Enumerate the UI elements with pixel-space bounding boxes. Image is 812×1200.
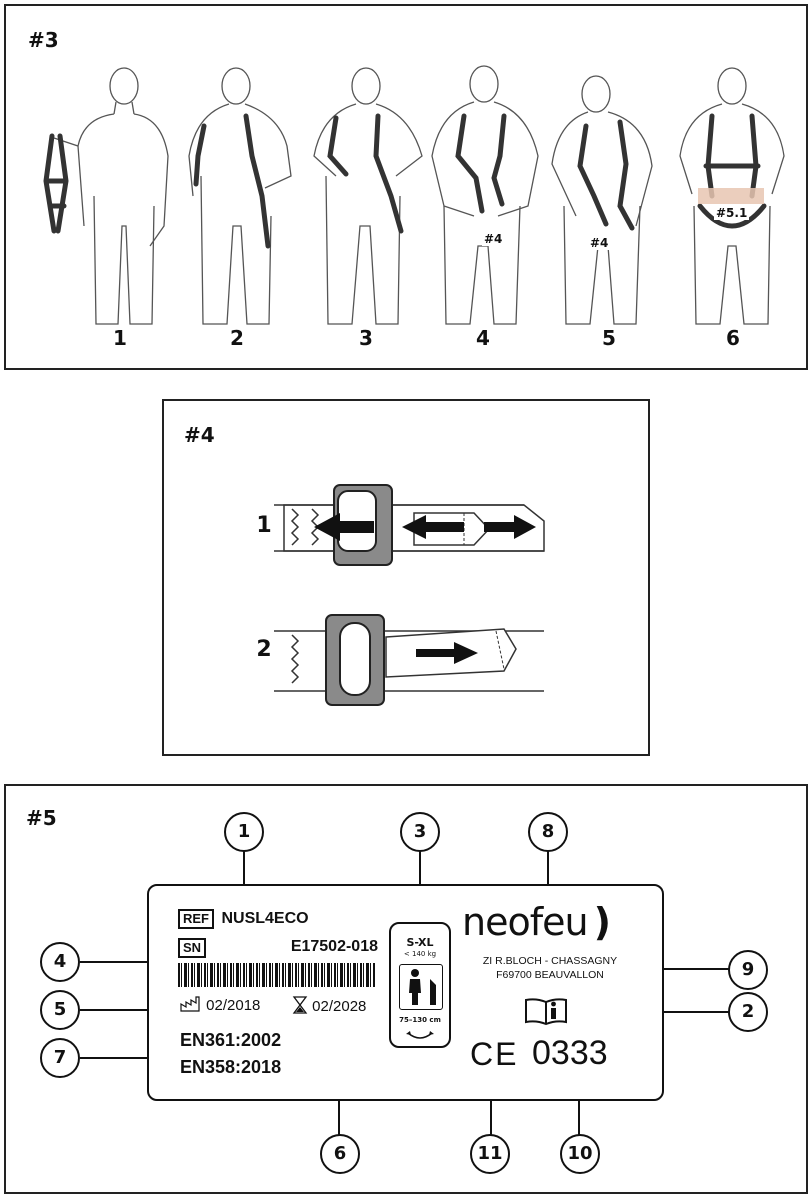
- callout-size: 3: [400, 812, 440, 852]
- barcode: [178, 963, 376, 987]
- section-3-label: #3: [28, 28, 59, 52]
- hand-highlight-fig6: [698, 188, 764, 204]
- ref-tag: REF: [178, 909, 214, 929]
- callout-serial: 4: [40, 942, 80, 982]
- callout-expiry-date: 6: [320, 1134, 360, 1174]
- ref-row: REF NUSL4ECO: [178, 909, 309, 929]
- harness-donning-illustration: [43, 65, 785, 325]
- size-info-box: S-XL < 140 kg 75–130 cm: [389, 922, 451, 1048]
- brand-logo-arc: ): [593, 900, 611, 944]
- harness-fig3-straps: [327, 113, 404, 234]
- sn-tag: SN: [178, 938, 207, 958]
- person-figure-1: [53, 67, 169, 325]
- expiry-date-row: 02/2028: [292, 996, 366, 1018]
- step-number: 6: [726, 326, 740, 350]
- standard-en361: EN361:2002: [180, 1030, 282, 1050]
- person-figure-2: [188, 67, 292, 325]
- address-line-1: ZI R.BLOCH - CHASSAGNY: [482, 955, 618, 967]
- callout-standards: 7: [40, 1038, 80, 1078]
- buckle-step-number: 1: [256, 513, 272, 538]
- step-number: 3: [359, 326, 373, 350]
- standard-en358: EN358:2018: [180, 1057, 282, 1077]
- harness-fig2-straps: [193, 113, 271, 249]
- section-4-panel: #4 1 2: [162, 399, 650, 756]
- max-weight: < 140 kg: [403, 950, 437, 958]
- address-line-2: F69700 BEAUVALLON: [496, 969, 604, 981]
- buckle-step-2: [274, 614, 544, 706]
- callout-address: 9: [728, 950, 768, 990]
- buckle-step-1: [274, 484, 545, 566]
- harness-fig6-straps: [697, 113, 767, 229]
- expiry-date: 02/2028: [312, 997, 367, 1015]
- step-number: 1: [113, 326, 127, 350]
- callout-manufacture-date: 5: [40, 990, 80, 1030]
- step-4-tag: #4: [482, 232, 505, 246]
- height-range: 75–130 cm: [399, 1016, 441, 1024]
- manufacture-date-row: 02/2018: [180, 996, 260, 1016]
- buckle-step-number: 2: [256, 637, 272, 662]
- section-5-label: #5: [26, 806, 57, 830]
- harness-fig5-straps: [577, 119, 635, 231]
- step-number: 4: [476, 326, 490, 350]
- person-figure-6: [679, 67, 785, 325]
- sn-row: SN E17502-018: [178, 938, 378, 958]
- waist-icon: [405, 1028, 435, 1047]
- callout-brand: 8: [528, 812, 568, 852]
- harness-fig4-straps: [455, 113, 507, 214]
- buckle-adjustment-illustration: [274, 484, 545, 706]
- section-3-panel: #3: [4, 4, 808, 370]
- brand-name: neofeu: [462, 900, 589, 944]
- step-number: 2: [230, 326, 244, 350]
- callout-ce-mark: 11: [470, 1134, 510, 1174]
- manufacture-date: 02/2018: [206, 996, 261, 1014]
- hourglass-icon: [292, 996, 308, 1018]
- size-range: S-XL: [406, 936, 434, 949]
- callout-manual: 2: [728, 992, 768, 1032]
- person-size-icon: [399, 964, 443, 1010]
- ref-value: NUSL4ECO: [221, 910, 309, 927]
- ce-mark: CE: [470, 1036, 519, 1072]
- notified-body-number: 0333: [532, 1034, 608, 1072]
- callout-ref: 1: [224, 812, 264, 852]
- read-manual-icon: [524, 996, 568, 1030]
- factory-icon: [180, 996, 202, 1016]
- callout-notified-body: 10: [560, 1134, 600, 1174]
- person-figure-3: [313, 67, 423, 325]
- step-6-tag: #5.1: [714, 206, 750, 220]
- person-figure-4: [431, 65, 539, 325]
- section-4-label: #4: [184, 423, 215, 447]
- step-5-tag: #4: [588, 236, 611, 250]
- sn-value: E17502-018: [290, 938, 378, 955]
- brand-logo: neofeu): [462, 900, 611, 944]
- harness-held-fig1: [43, 133, 69, 234]
- step-number: 5: [602, 326, 616, 350]
